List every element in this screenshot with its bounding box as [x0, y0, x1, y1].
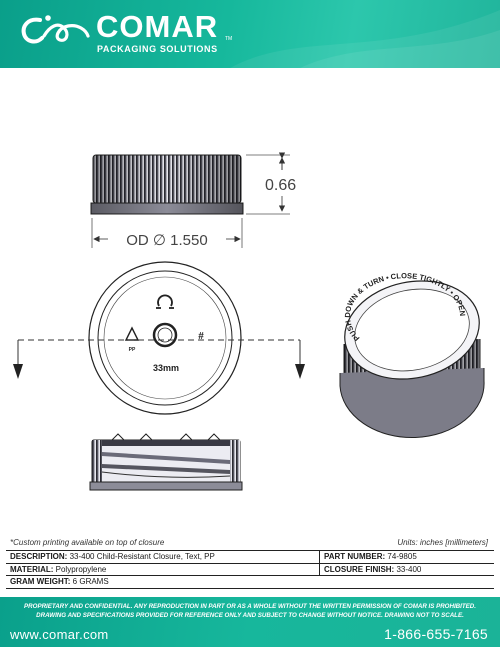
spec-row: GRAM WEIGHT: 6 GRAMS — [6, 576, 494, 589]
side-view — [90, 154, 244, 215]
units-note: Units: inches [millimeters] — [397, 538, 488, 547]
technical-drawing: 0.66 OD ∅ 1.550 PP # 33mm — [13, 152, 485, 491]
custom-printing-note: *Custom printing available on top of clo… — [10, 538, 165, 547]
comar-logo-icon — [21, 15, 90, 44]
top-view: PP # 33mm — [88, 261, 242, 415]
closure-finish-cell: CLOSURE FINISH: 33-400 — [320, 564, 494, 576]
description-label: DESCRIPTION: — [10, 552, 68, 561]
phone-link[interactable]: 1-866-655-7165 — [384, 626, 488, 642]
material-label: MATERIAL: — [10, 564, 54, 574]
cavity-mark-icon: # — [198, 331, 204, 342]
section-arrow-left-icon — [13, 364, 23, 379]
od-dimension: OD ∅ 1.550 — [91, 218, 243, 249]
brand-tagline: PACKAGING SOLUTIONS — [97, 44, 218, 54]
header-banner: COMAR TM PACKAGING SOLUTIONS — [0, 0, 500, 68]
header-wave-decoration — [230, 10, 500, 68]
size-mark: 33mm — [153, 363, 179, 373]
material-cell: MATERIAL: Polypropylene — [6, 563, 320, 575]
spec-row: DESCRIPTION: 33-400 Child-Resistant Clos… — [6, 551, 494, 564]
description-value: 33-400 Child-Resistant Closure, Text, PP — [69, 552, 215, 561]
section-view — [89, 433, 243, 491]
brand-name: COMAR — [96, 9, 219, 44]
part-number-value: 74-9805 — [387, 552, 417, 561]
disclaimer-line-2: DRAWING AND SPECIFICATIONS PROVIDED FOR … — [36, 612, 464, 619]
gram-weight-label: GRAM WEIGHT: — [10, 577, 71, 586]
gram-weight-cell: GRAM WEIGHT: 6 GRAMS — [6, 576, 494, 588]
spec-table: DESCRIPTION: 33-400 Child-Resistant Clos… — [6, 550, 494, 589]
closure-finish-value: 33-400 — [396, 564, 422, 574]
description-cell: DESCRIPTION: 33-400 Child-Resistant Clos… — [6, 551, 320, 563]
height-dimension: 0.66 — [246, 152, 296, 215]
website-link[interactable]: www.comar.com — [10, 627, 109, 642]
svg-text:PP: PP — [129, 347, 136, 353]
footer-banner: PROPRIETARY AND CONFIDENTIAL. ANY REPROD… — [0, 597, 500, 647]
part-number-label: PART NUMBER: — [324, 552, 386, 561]
part-number-cell: PART NUMBER: 74-9805 — [320, 551, 494, 563]
section-arrow-right-icon — [295, 364, 305, 379]
material-value: Polypropylene — [55, 564, 107, 574]
od-label: OD ∅ 1.550 — [126, 232, 207, 249]
omega-logo-icon — [156, 294, 174, 309]
disclaimer: PROPRIETARY AND CONFIDENTIAL. ANY REPROD… — [8, 602, 492, 620]
disclaimer-line-1: PROPRIETARY AND CONFIDENTIAL. ANY REPROD… — [24, 603, 476, 610]
section-line — [13, 339, 305, 379]
spec-row: MATERIAL: Polypropylene CLOSURE FINISH: … — [6, 563, 494, 576]
gram-weight-value: 6 GRAMS — [72, 577, 109, 586]
trademark-mark: TM — [225, 36, 233, 42]
closure-finish-label: CLOSURE FINISH: — [324, 564, 395, 574]
isometric-view: PUSH DOWN & TURN • CLOSE TIGHTLY • OPEN — [339, 271, 485, 439]
height-label: 0.66 — [265, 177, 296, 194]
